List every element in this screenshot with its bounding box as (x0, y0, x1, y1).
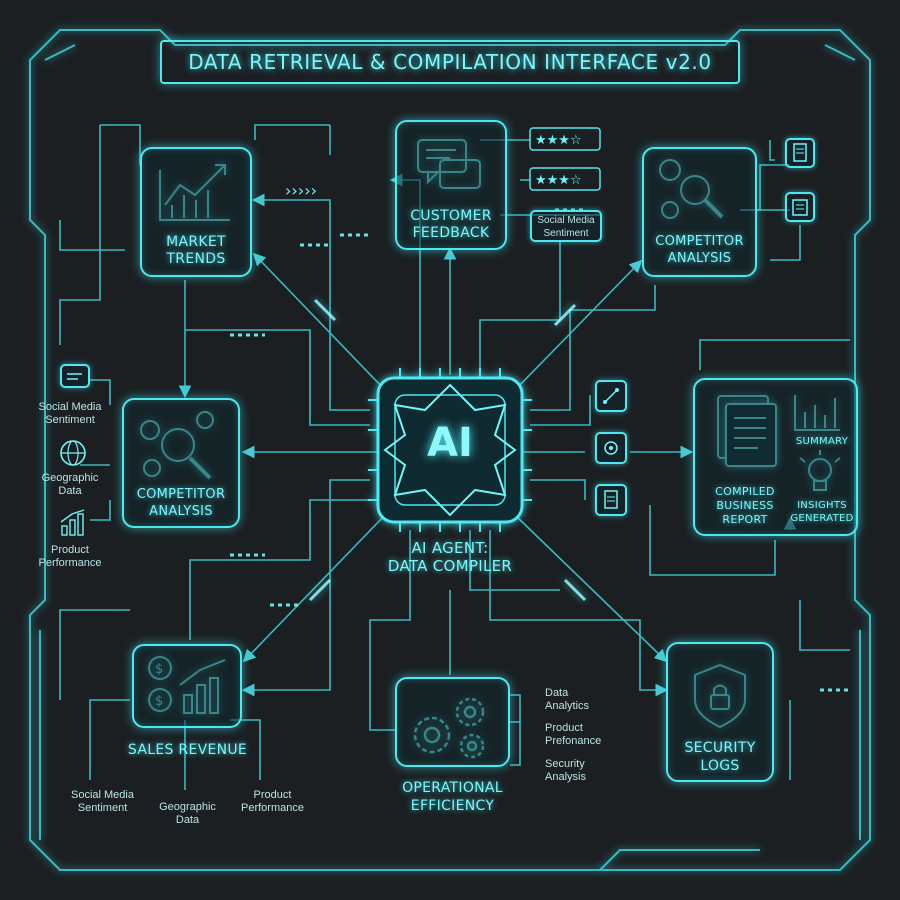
operational-line1: OPERATIONAL (402, 780, 503, 796)
svg-text:★★★☆: ★★★☆ (535, 173, 582, 188)
ai-badge: AI (427, 420, 473, 466)
customer-feedback-line2: FEEDBACK (412, 225, 490, 241)
competitor-left-line2: ANALYSIS (149, 504, 213, 519)
summary-label: SUMMARY (795, 436, 849, 447)
report-line3: REPORT (722, 513, 768, 526)
document-icon[interactable] (785, 138, 815, 168)
source-product-line1: Product (51, 544, 89, 556)
insights-line1: INSIGHTS (797, 500, 847, 511)
source-geo-line1: Geographic (41, 472, 99, 484)
source-geo-line2: Data (58, 485, 82, 497)
op-output-security-line1: Security (545, 758, 585, 770)
market-trends-node[interactable]: MARKET TRENDS (140, 147, 252, 277)
building-icon[interactable] (785, 192, 815, 222)
op-output-data-line2: Analytics (545, 700, 590, 712)
compiled-report-node[interactable]: COMPILED BUSINESS REPORT SUMMARY INSIGHT… (693, 378, 858, 536)
customer-feedback-node[interactable]: CUSTOMER FEEDBACK (395, 120, 507, 250)
sales-source-social-line1: Social Media (71, 789, 134, 801)
market-trends-line1: MARKET (166, 234, 226, 250)
market-trends-line2: TRENDS (166, 251, 226, 267)
customer-feedback-line1: CUSTOMER (410, 208, 492, 224)
file-icon-svg (604, 490, 618, 509)
report-line1: COMPILED (715, 485, 775, 498)
op-output-product-line2: Prefonance (545, 735, 602, 747)
bar-chart-icon (60, 509, 85, 536)
competitor-analysis-left-node[interactable]: COMPETITOR ANALYSIS (122, 398, 240, 528)
interface-title-box: DATA RETRIEVAL & COMPILATION INTERFACE v… (160, 40, 740, 84)
report-line2: BUSINESS (716, 499, 774, 512)
svg-text:★★★☆: ★★★☆ (535, 133, 582, 148)
security-line2: LOGS (700, 758, 740, 774)
glow-streaks (308, 298, 587, 602)
chevrons-icon: ››››› (285, 181, 317, 200)
document-icon-svg (793, 143, 807, 162)
agent-caption-line2: DATA COMPILER (387, 557, 513, 575)
sales-source-social-line2: Sentiment (77, 802, 128, 814)
share-icon-svg (603, 388, 619, 404)
operational-efficiency-node[interactable] (395, 677, 510, 767)
source-social-line2: Sentiment (45, 414, 95, 426)
competitor-top-line2: ANALYSIS (667, 251, 732, 266)
rating-stars: ★★★☆ ★★★☆ (529, 127, 601, 191)
operational-line2: EFFICIENCY (410, 798, 495, 814)
sales-revenue-node[interactable] (132, 644, 242, 728)
ai-chip-icon (368, 368, 532, 532)
settings-icon-svg (604, 441, 618, 455)
interface-title: DATA RETRIEVAL & COMPILATION INTERFACE v… (188, 50, 712, 74)
source-product-line2: Performance (38, 557, 102, 569)
globe-icon (60, 440, 86, 466)
source-social-line1: Social Media (38, 401, 102, 413)
security-line1: SECURITY (684, 740, 756, 756)
chat-icon[interactable] (60, 364, 90, 388)
sales-source-geo-line1: Geographic (159, 801, 216, 813)
op-output-security-line2: Analysis (545, 771, 586, 783)
social-sentiment-tag-line2: Sentiment (543, 228, 589, 239)
competitor-top-line1: COMPETITOR (655, 234, 744, 249)
op-output-data-line1: Data (545, 687, 569, 699)
sales-source-geo-line2: Data (175, 814, 200, 826)
connector-lines (59, 124, 850, 790)
chat-icon-svg (67, 373, 82, 380)
sales-revenue-label: SALES REVENUE (127, 742, 248, 758)
share-icon[interactable] (595, 380, 627, 412)
competitor-analysis-top-node[interactable]: COMPETITOR ANALYSIS (642, 147, 757, 277)
sales-source-product-line2: Performance (241, 802, 304, 814)
competitor-left-line1: COMPETITOR (136, 487, 226, 502)
social-sentiment-tag[interactable]: Social Media Sentiment (530, 210, 602, 242)
file-icon[interactable] (595, 484, 627, 516)
op-output-product-line1: Product (545, 722, 583, 734)
security-logs-node[interactable]: SECURITY LOGS (666, 642, 774, 782)
sales-source-product-line1: Product (253, 789, 292, 801)
insights-line2: GENERATED (790, 513, 854, 524)
building-icon-svg (792, 199, 808, 216)
social-sentiment-tag-line1: Social Media (537, 215, 595, 226)
agent-caption-line1: AI AGENT: (411, 539, 489, 557)
settings-icon[interactable] (595, 432, 627, 464)
